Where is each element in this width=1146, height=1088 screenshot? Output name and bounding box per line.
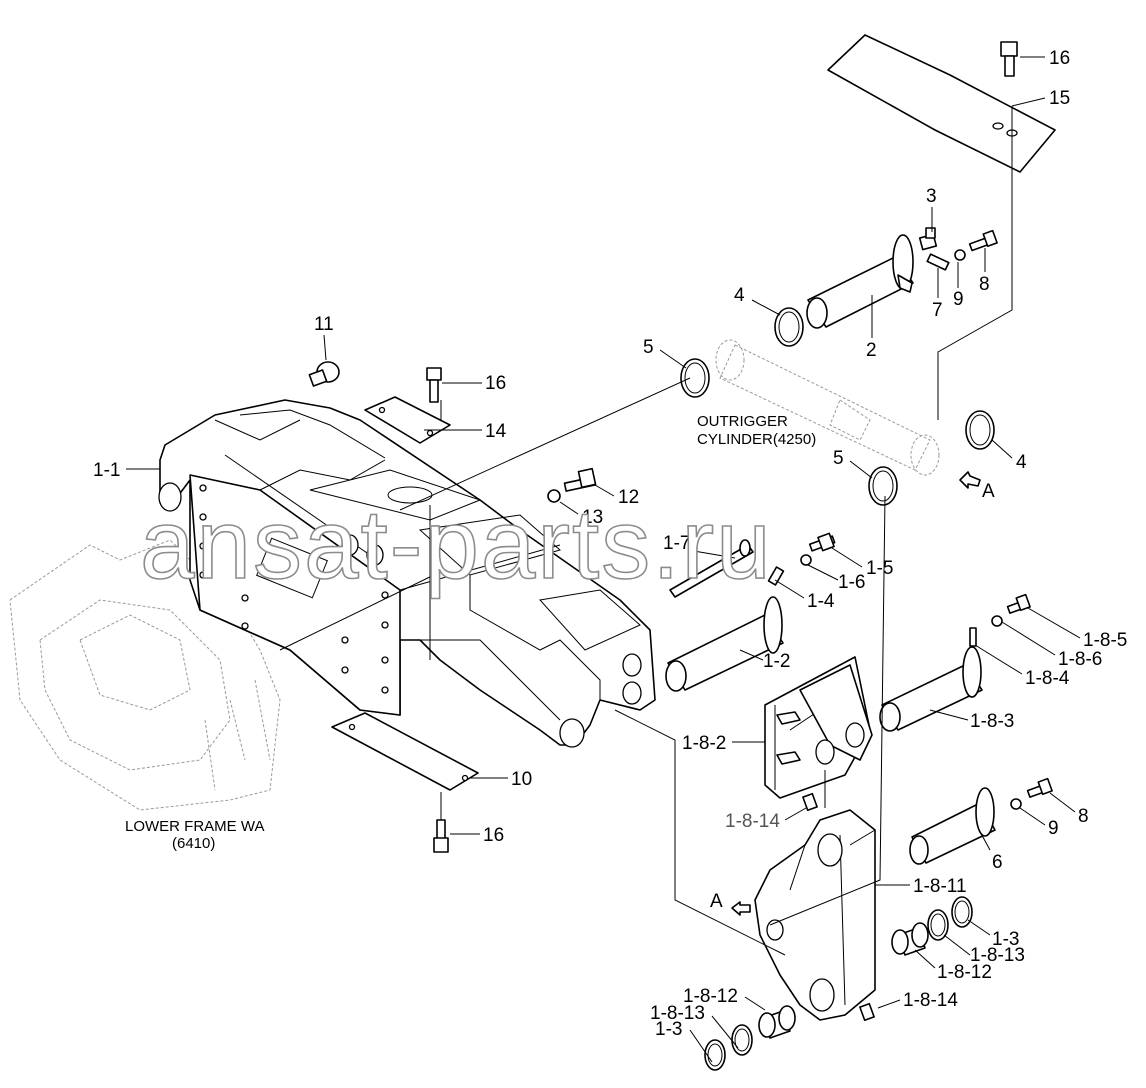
callout-9-bot: 9 [1048,818,1059,839]
fitting-11 [308,361,340,387]
callout-10: 10 [511,769,532,790]
plate-10 [331,712,479,791]
fitting-3 [918,227,938,251]
leader-lines [126,56,1081,1063]
pin-1-8-3 [879,646,983,732]
washer-1-6 [800,554,812,566]
fitting-1-8-14-bot [859,1002,875,1022]
callout-7: 7 [932,300,943,321]
bolt-8-bot [1026,777,1053,798]
plate-7 [926,253,950,271]
outrigger-cylinder-note-line1: OUTRIGGER [697,413,788,430]
callout-1-8-14-top: 1-8-14 [725,811,780,832]
bushing-set-left [704,1005,796,1071]
bolt-16-bot [433,819,449,853]
plate-14 [364,396,451,444]
callout-1-8-14-bot: 1-8-14 [903,990,958,1011]
callout-16-mid: 16 [485,373,506,394]
callout-16-bot: 16 [483,825,504,846]
callout-4-mid: 4 [1016,452,1027,473]
plate-1-4 [767,566,785,586]
callout-1-3-left: 1-3 [655,1019,682,1040]
callout-4-top: 4 [734,285,745,306]
arrow-a-top-label: A [982,481,995,502]
callout-8-top: 8 [979,274,990,295]
callout-1-8-12-right: 1-8-12 [937,962,992,983]
callout-3: 3 [926,186,937,207]
bolt-8-top [968,229,998,252]
callout-1-8-6: 1-8-6 [1058,649,1102,670]
bolt-1-8-5 [1006,593,1031,614]
plate-1-8-4 [969,627,977,647]
bolt-12 [563,467,597,492]
callout-6: 6 [992,852,1003,873]
pin-2 [806,234,914,329]
bolt-16-top [1000,41,1018,77]
bolt-1-5 [808,532,836,552]
callout-1-8-2: 1-8-2 [682,733,726,754]
view-arrow-a-bottom [731,901,751,916]
bushing-set-right [891,896,973,956]
frame-bolt-holes [199,484,389,694]
frame-1-1 [158,399,656,748]
washer-9-bot [1010,798,1022,810]
callout-11: 11 [314,314,334,335]
callout-1-8-3: 1-8-3 [970,711,1014,732]
callouts: 16 15 3 8 9 7 2 4 5 11 16 14 1-1 12 13 1… [93,48,1127,1040]
o-rings-4-5 [680,307,995,506]
callout-8-bot: 8 [1078,806,1089,827]
callout-1-6: 1-6 [838,572,865,593]
callout-5-mid: 5 [833,448,844,469]
washer-1-8-6 [991,615,1003,627]
callout-1-8-12-left: 1-8-12 [683,986,738,1007]
view-arrow-a-top [959,471,981,489]
pin-6 [909,787,996,865]
callout-1-8-11: 1-8-11 [913,876,967,897]
pin-1-2 [665,596,784,692]
bracket-1-8-2 [764,656,873,799]
callout-1-7: 1-7 [663,533,690,554]
outrigger-cylinder-note-line2: CYLINDER(4250) [697,431,816,448]
washer-13 [547,489,561,503]
callout-5-top: 5 [643,337,654,358]
cover-15 [827,34,1056,173]
callout-2: 2 [866,340,877,361]
callout-1-5: 1-5 [866,558,893,579]
callout-1-4: 1-4 [807,591,835,612]
lower-frame-note-line1: LOWER FRAME WA [125,818,264,835]
callout-15: 15 [1049,88,1070,109]
callout-1-8-5: 1-8-5 [1083,630,1127,651]
callout-1-8-4: 1-8-4 [1025,668,1070,689]
lower-frame-ghost [9,539,281,811]
arrow-a-bottom-label: A [710,891,723,912]
outrigger-cylinder-ghost [715,339,940,476]
callout-14: 14 [485,421,507,442]
callout-16-top: 16 [1049,48,1070,69]
fitting-1-8-14-top [802,792,818,812]
callout-9-top: 9 [953,289,964,310]
callout-1-3-right: 1-3 [992,929,1019,950]
callout-12: 12 [618,487,639,508]
washer-9-top [954,249,966,261]
callout-1-1: 1-1 [93,460,120,481]
watermark: ansat-parts.ru [140,489,773,599]
lower-frame-note-line2: (6410) [172,835,215,852]
callout-13: 13 [582,507,603,528]
callout-1-8-13-left: 1-8-13 [650,1003,705,1024]
callout-1-2: 1-2 [763,651,790,672]
callout-1-8-13-right: 1-8-13 [970,945,1025,966]
arm-1-8-11 [754,809,876,1021]
bolt-16-mid [426,367,442,403]
